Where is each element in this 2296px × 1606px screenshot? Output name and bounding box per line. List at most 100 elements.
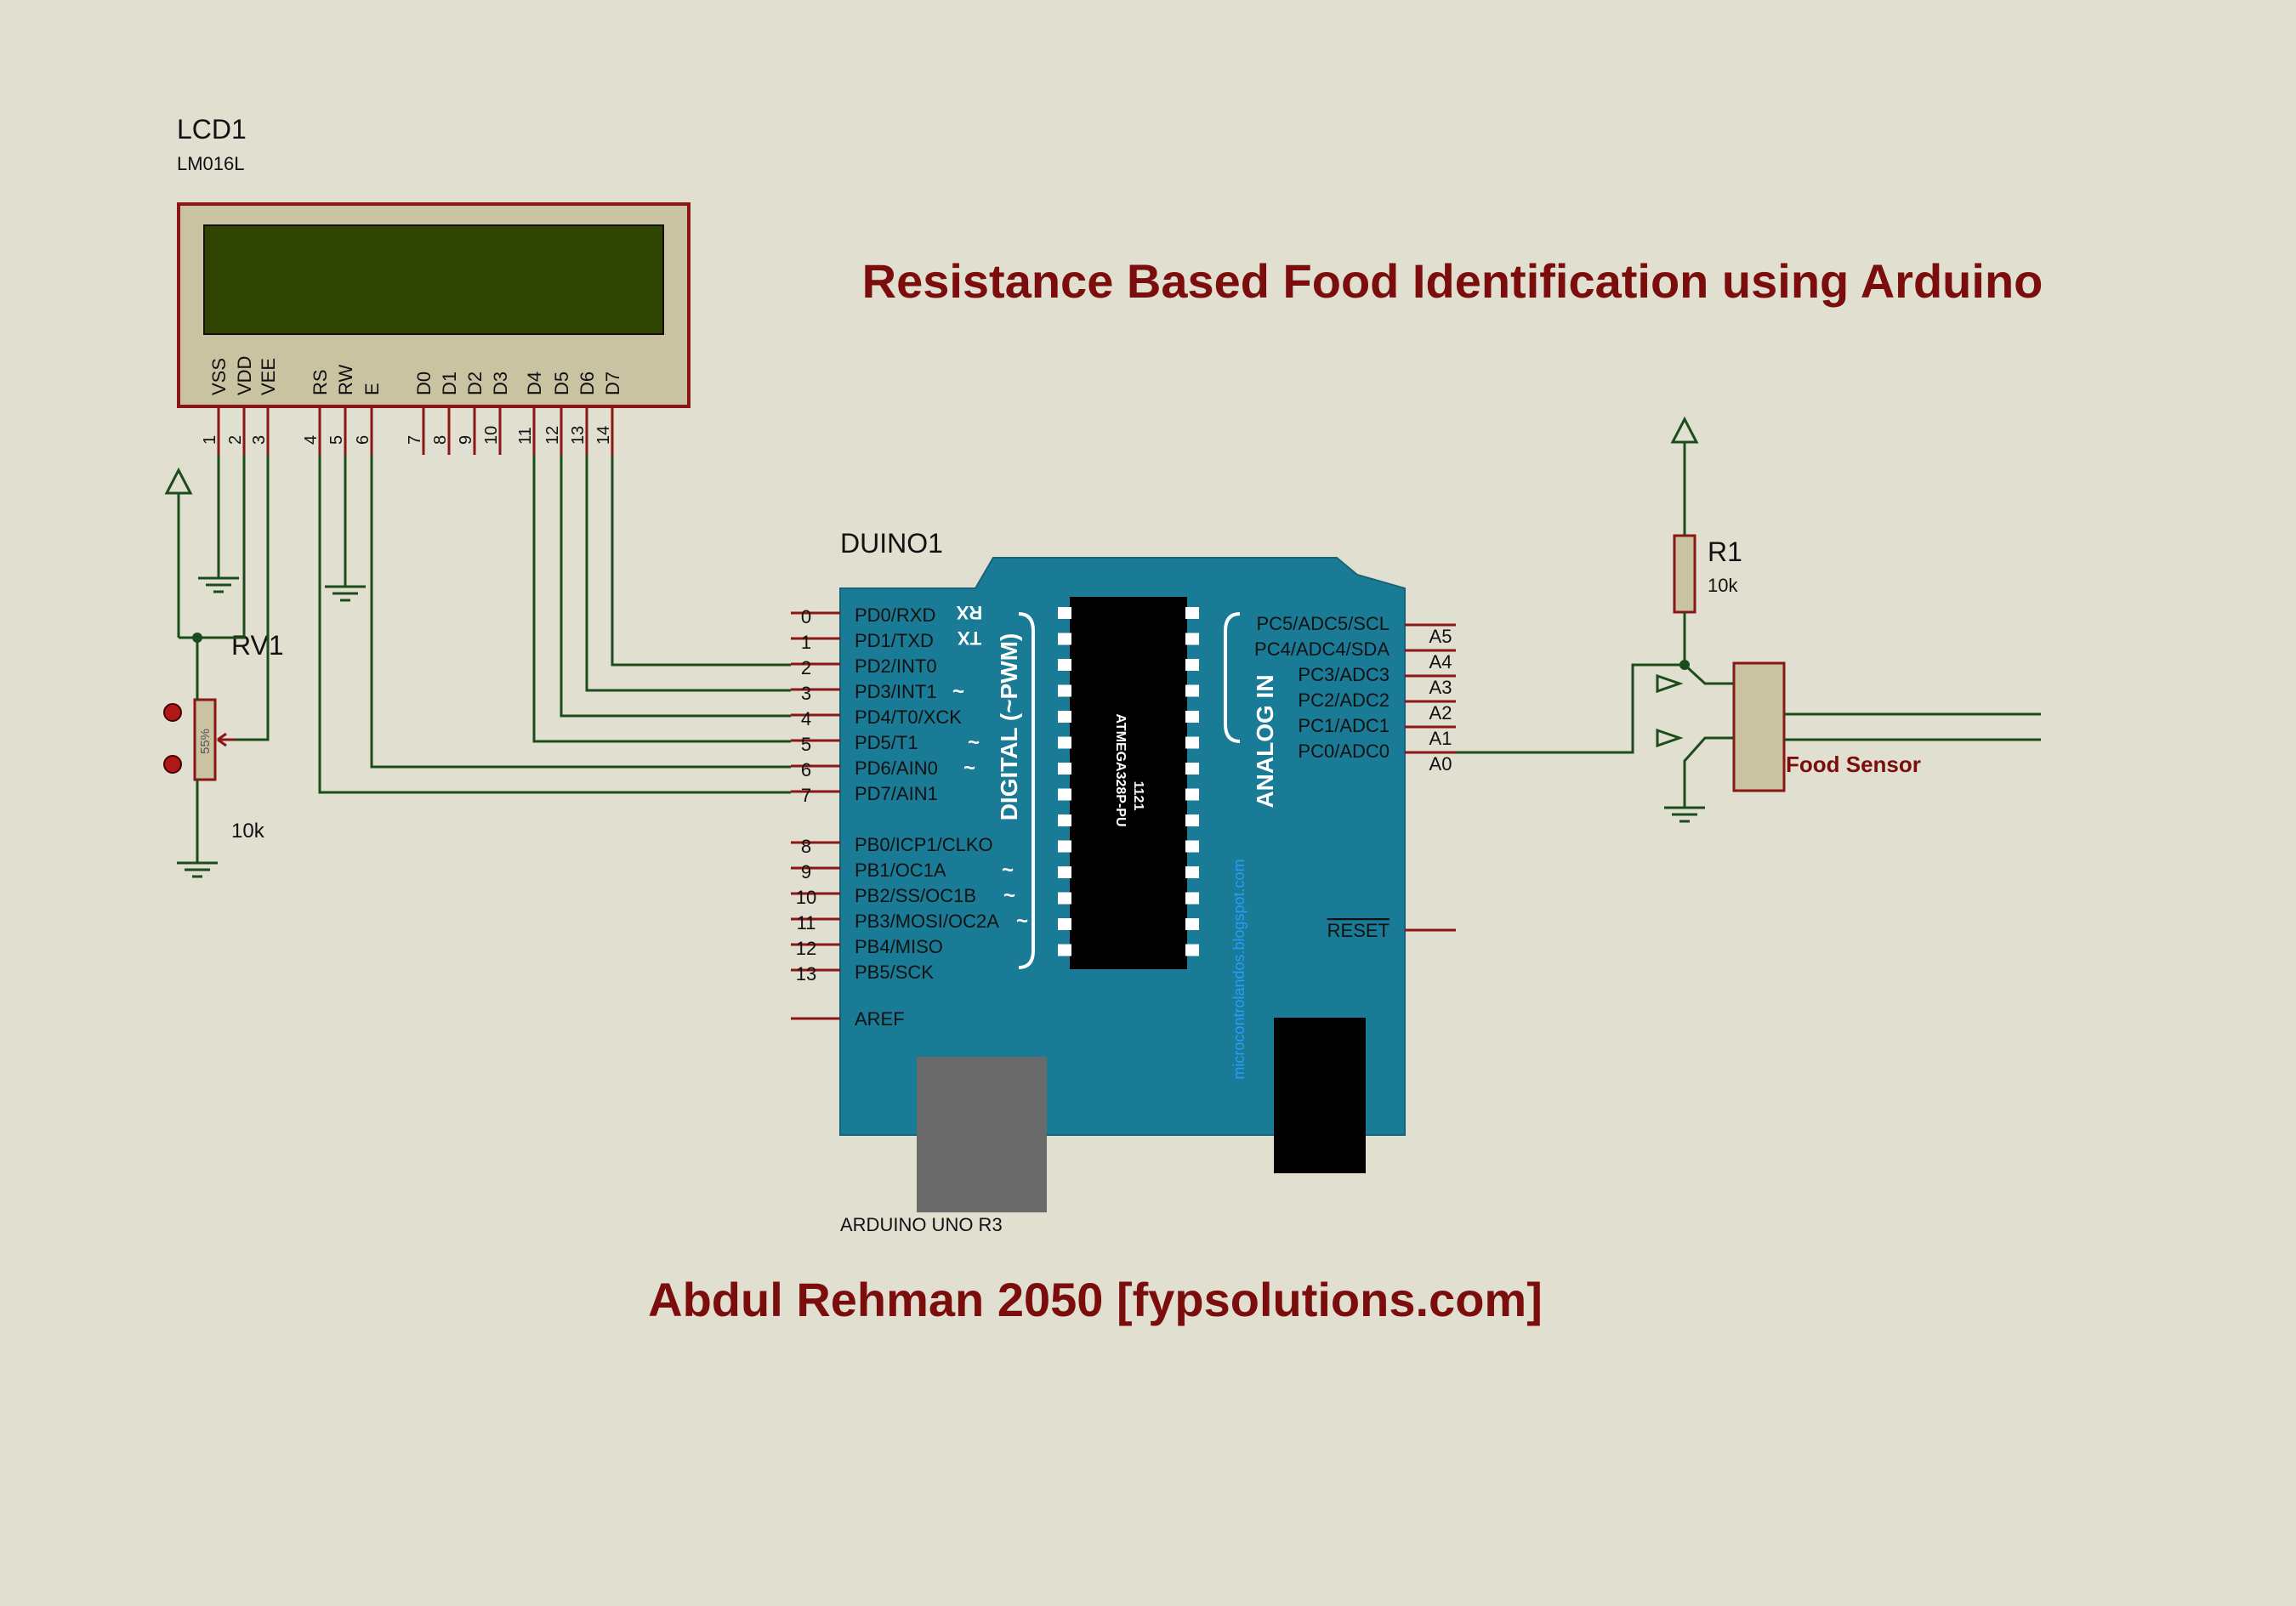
pot-ref: RV1 — [231, 630, 284, 661]
sensor-arrow — [1656, 673, 1684, 694]
chip-leg — [1058, 918, 1071, 930]
pot-percent: 55% — [198, 729, 213, 754]
chip-leg — [1185, 840, 1199, 853]
lcd-pin-label: RS — [310, 369, 331, 395]
analog-pin-name: PC0/ADC0 — [1298, 741, 1390, 762]
chip-leg — [1058, 633, 1071, 645]
digital-bracket — [1018, 612, 1035, 969]
chip-leg — [1058, 711, 1071, 723]
sensor-label: Food Sensor — [1786, 752, 1921, 777]
wire-sensor-1 — [1683, 663, 1734, 685]
lcd-pin-label: D5 — [551, 372, 572, 395]
chip-leg — [1185, 788, 1199, 801]
r1-ref: R1 — [1708, 536, 1742, 567]
chip-leg — [1058, 736, 1071, 749]
digital-pin-number: 1 — [801, 632, 811, 653]
chip-leg — [1058, 892, 1071, 905]
pot-value: 10k — [231, 820, 265, 843]
ground-symbol — [198, 576, 239, 593]
ground-symbol — [325, 585, 366, 602]
analog-pin-number: A2 — [1429, 702, 1452, 724]
digital-pin-name: PB2/SS/OC1B — [855, 885, 976, 906]
arduino-uno[interactable]: DUINO1 ATMEGA328P-PU 1121 microcontrolan… — [791, 528, 1456, 1235]
chip-leg — [1185, 607, 1199, 619]
chip-leg — [1058, 840, 1071, 853]
lcd-pin-number: 13 — [569, 426, 588, 445]
analog-label: ANALOG IN — [1252, 674, 1278, 808]
digital-pin-number: 0 — [801, 606, 811, 627]
lcd-pin-label: D7 — [602, 372, 623, 395]
digital-pin-number: 10 — [796, 887, 816, 908]
chip-leg — [1058, 684, 1071, 697]
power-symbol — [1670, 416, 1699, 463]
digital-pin-name: PB3/MOSI/OC2A — [855, 911, 999, 932]
wire-sensor-gnd — [1683, 736, 1734, 808]
digital-pin-number: 8 — [801, 836, 811, 857]
lcd-pin-number: 3 — [250, 435, 269, 445]
pwm-tilde: ~ — [1002, 859, 1014, 882]
digital-pin-name: PD2/INT0 — [855, 655, 937, 677]
pwm-tilde: ~ — [968, 731, 980, 754]
wire-d7 — [611, 455, 791, 667]
lcd-model: LM016L — [177, 153, 245, 174]
lcd-pin-number: 7 — [406, 435, 424, 445]
digital-pin-number: 3 — [801, 683, 811, 704]
pwm-tilde: ~ — [952, 680, 964, 703]
chip-leg — [1185, 633, 1199, 645]
chip-leg — [1185, 684, 1199, 697]
wire-vdd — [197, 455, 246, 639]
chip-leg — [1185, 659, 1199, 671]
chip-leg — [1058, 944, 1071, 956]
author-credit: Abdul Rehman 2050 [fypsolutions.com] — [648, 1273, 1543, 1326]
lcd-ref: LCD1 — [177, 114, 247, 145]
lcd-pin-label: D3 — [490, 372, 511, 395]
ground-symbol — [1664, 806, 1705, 823]
wire-d6 — [585, 455, 791, 692]
r1-body — [1673, 534, 1696, 614]
power-jack — [1274, 1018, 1366, 1173]
analog-pin-name: PC1/ADC1 — [1298, 715, 1390, 736]
arduino-name: ARDUINO UNO R3 — [840, 1214, 1003, 1235]
pot-body — [193, 698, 217, 781]
chip-leg — [1058, 607, 1071, 619]
sensor-arrow — [1656, 728, 1684, 748]
pot-terminal-a[interactable] — [163, 703, 182, 722]
resistor-r1[interactable]: R1 10k — [1673, 534, 1742, 614]
lcd-pin-label: E — [361, 383, 383, 395]
sensor-body — [1732, 661, 1786, 792]
pwm-tilde: ~ — [1016, 910, 1028, 933]
lcd-pin-number: 14 — [594, 426, 613, 445]
diagram-title: Resistance Based Food Identification usi… — [862, 254, 2043, 308]
analog-bracket — [1224, 612, 1241, 743]
digital-pin-number: 12 — [796, 938, 816, 959]
lcd-pin-label: D1 — [439, 372, 460, 395]
food-sensor[interactable]: Food Sensor — [1732, 661, 1921, 792]
lcd-pin-number: 12 — [543, 426, 562, 445]
tx-label: TX — [958, 627, 981, 649]
digital-label: DIGITAL (~PWM) — [996, 633, 1022, 821]
chip-leg — [1058, 866, 1071, 878]
digital-pin-name: PB5/SCK — [855, 962, 934, 983]
chip-leg — [1185, 814, 1199, 826]
analog-pin-number: A1 — [1429, 728, 1452, 749]
chip-leg — [1058, 788, 1071, 801]
digital-pin-name: PD6/AIN0 — [855, 758, 938, 779]
digital-pin-number: 4 — [801, 708, 811, 729]
ground-symbol — [177, 861, 218, 878]
digital-pin-name: PD5/T1 — [855, 732, 918, 753]
pot-terminal-b[interactable] — [163, 755, 182, 774]
wire-d5 — [560, 455, 791, 718]
wire-e — [370, 455, 791, 769]
chip-leg — [1185, 711, 1199, 723]
chip-leg — [1058, 763, 1071, 775]
lcd-pin-number: 10 — [482, 426, 501, 445]
lcd-component[interactable]: LCD1 LM016L VSS1VDD2VEE3RS4RW5E6D07D18D2… — [177, 114, 691, 455]
digital-pin-number: 5 — [801, 734, 811, 755]
arduino-ref: DUINO1 — [840, 528, 943, 559]
chip-leg — [1185, 892, 1199, 905]
potentiometer-rv1[interactable]: RV1 55% 10k — [163, 630, 284, 843]
pwm-tilde: ~ — [963, 757, 975, 780]
atmega-chip — [1070, 597, 1187, 969]
analog-pin-number: A0 — [1429, 753, 1452, 775]
